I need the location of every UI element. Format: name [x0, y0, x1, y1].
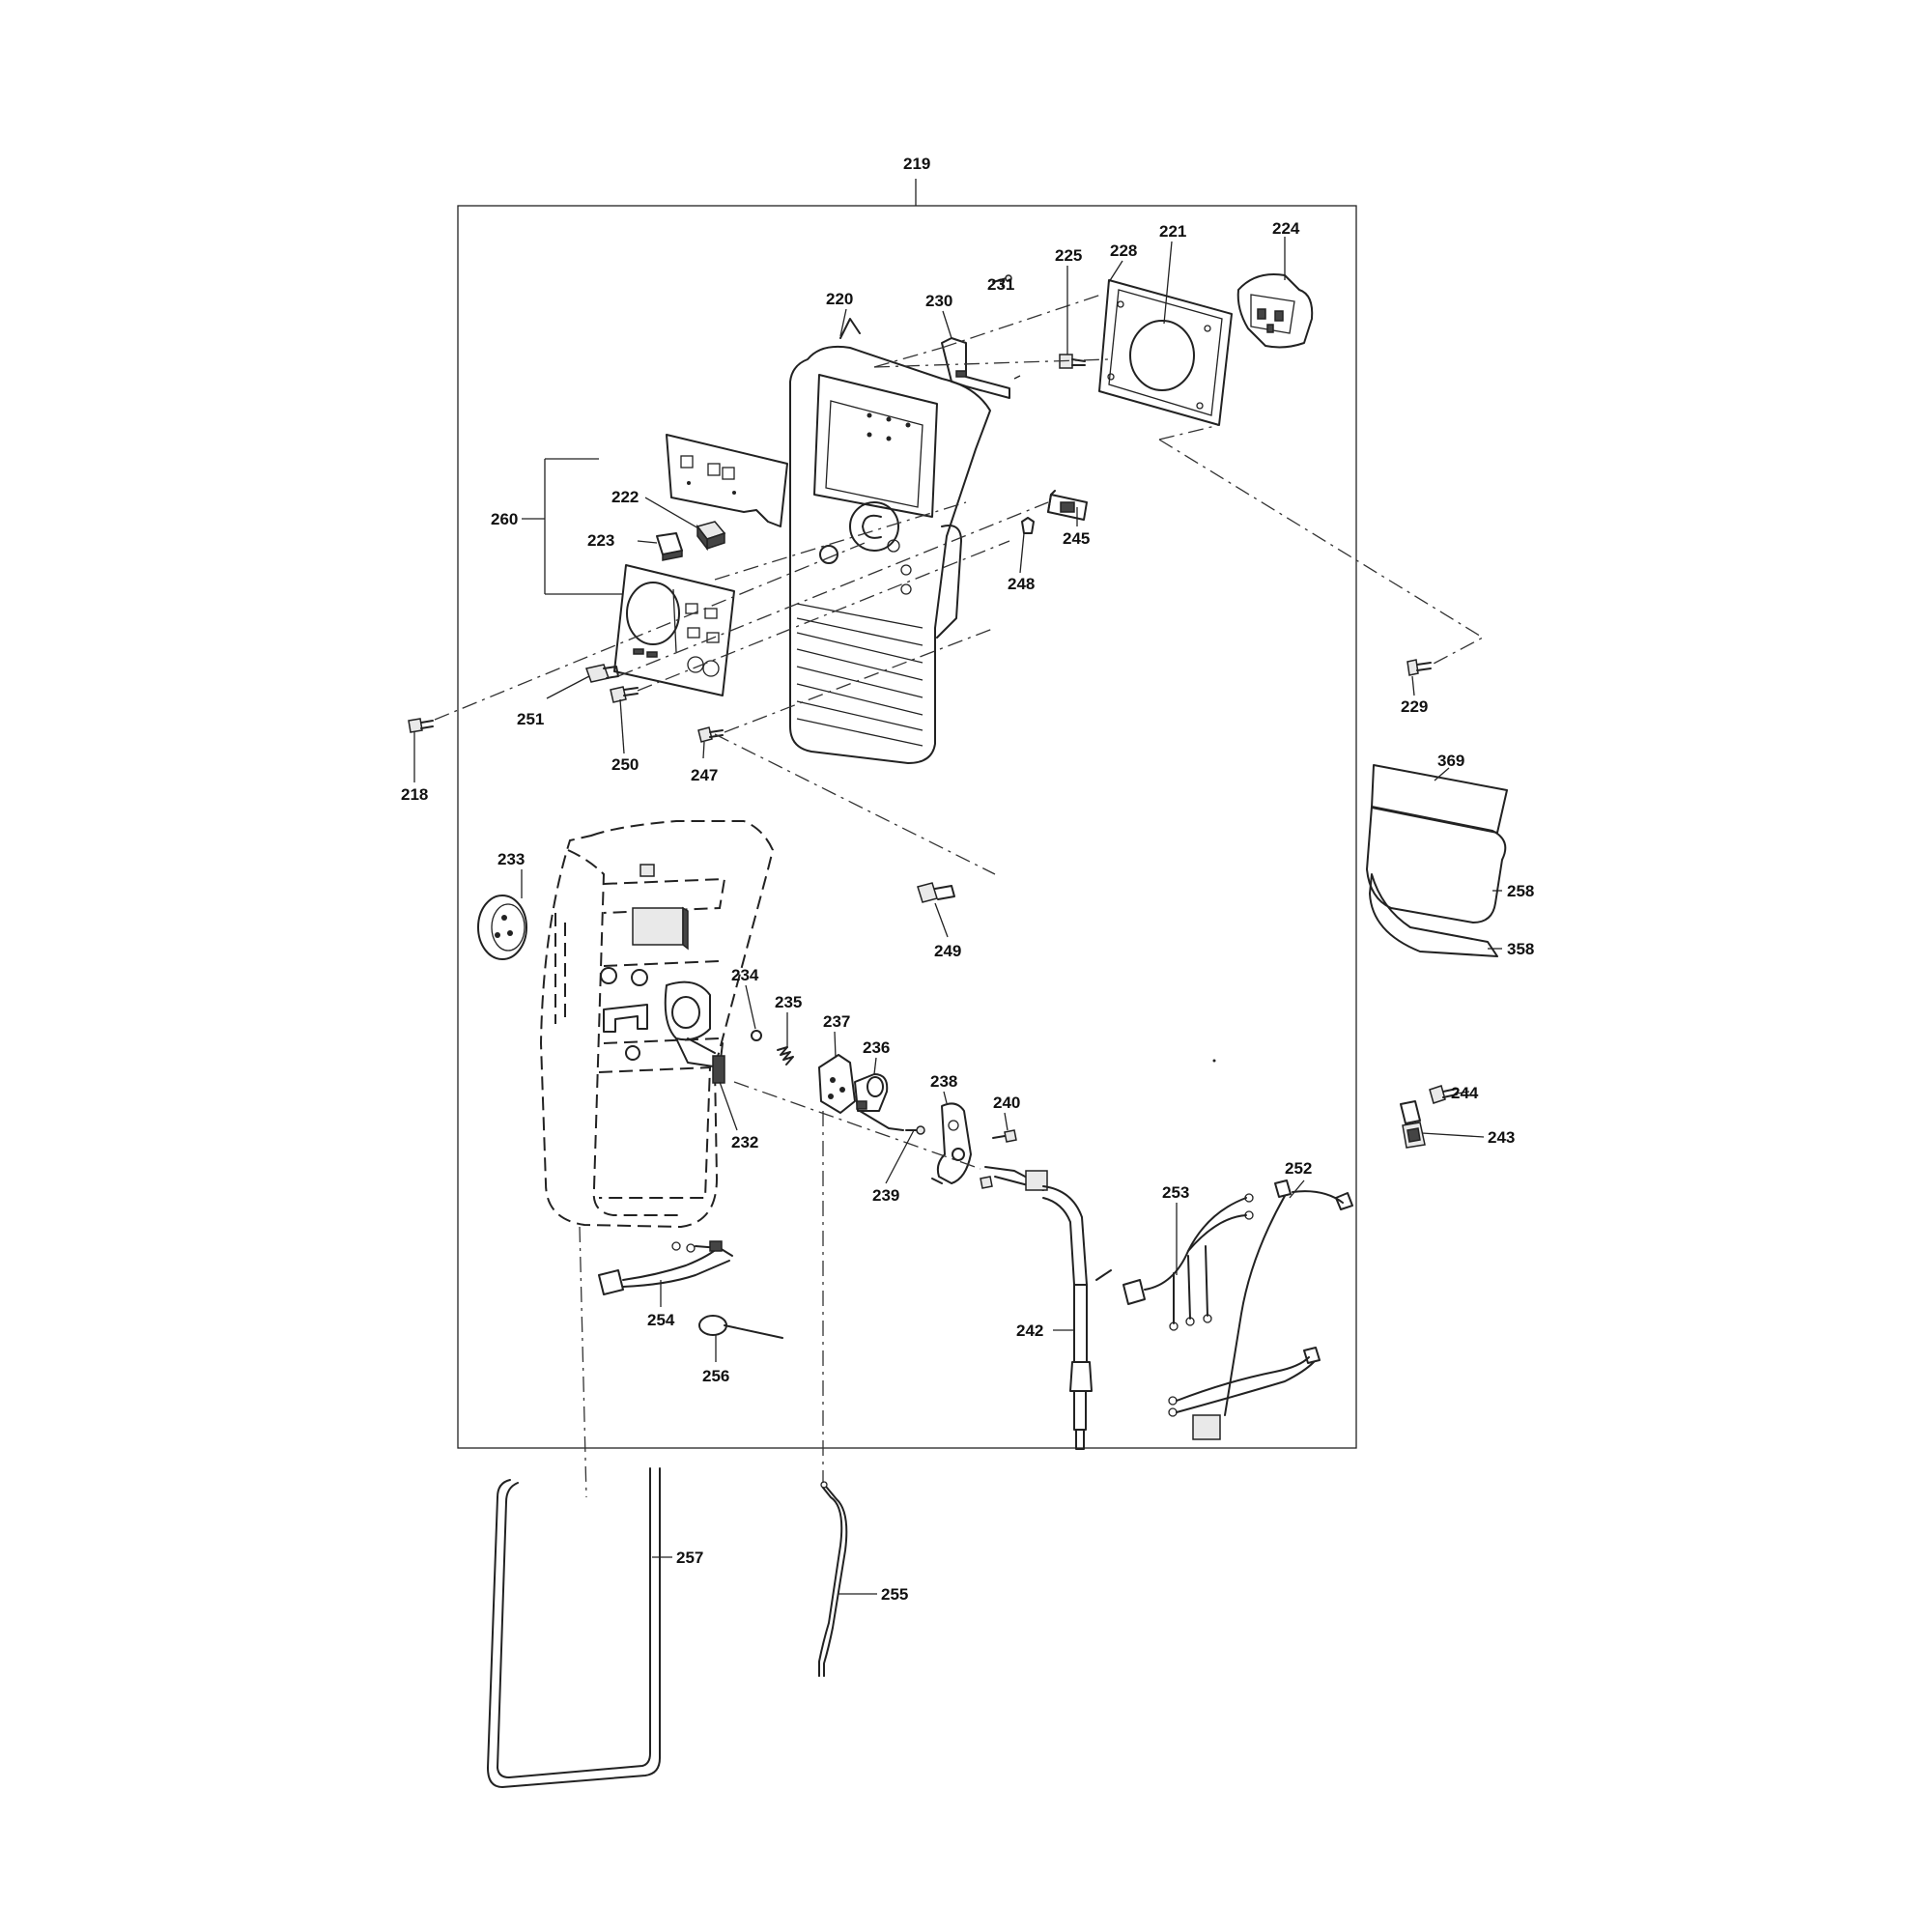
bracket-232 [664, 980, 725, 1084]
label-245: 245 [1063, 529, 1090, 548]
label-253: 253 [1162, 1183, 1189, 1202]
label-224: 224 [1272, 219, 1300, 238]
stray-mark [1212, 1059, 1216, 1063]
label-247: 247 [691, 766, 718, 784]
label-243: 243 [1488, 1128, 1515, 1147]
screw-244 [1429, 1085, 1458, 1104]
ball-234 [751, 1030, 762, 1041]
harness-254 [598, 1240, 733, 1295]
label-238: 238 [930, 1072, 957, 1091]
cap-223 [656, 532, 683, 561]
guide-lines-upper [434, 294, 1485, 875]
label-239: 239 [872, 1186, 899, 1205]
bracket-230 [941, 279, 1021, 399]
lever-238 [931, 1102, 972, 1184]
label-233: 233 [497, 850, 525, 868]
label-250: 250 [611, 755, 639, 774]
switch-236 [854, 1073, 904, 1131]
label-220: 220 [826, 290, 853, 308]
label-230: 230 [925, 292, 952, 310]
knob-248 [1021, 517, 1035, 534]
cable-242 [984, 1166, 1112, 1450]
panel-258 [1366, 806, 1507, 923]
harness-253 [1122, 1193, 1254, 1331]
switch-222 [696, 521, 726, 552]
screw-250 [610, 686, 639, 703]
label-248: 248 [1008, 575, 1035, 593]
panel-358 [1369, 873, 1498, 957]
screw-231 [992, 274, 1012, 283]
label-256: 256 [702, 1367, 729, 1385]
label-232: 232 [731, 1133, 758, 1151]
screw-240 [992, 1129, 1017, 1143]
label-235: 235 [775, 993, 802, 1011]
screw-247 [697, 726, 724, 743]
label-257: 257 [676, 1548, 703, 1567]
knob-251 [585, 664, 619, 683]
label-249: 249 [934, 942, 961, 960]
spring-235 [777, 1046, 794, 1065]
label-258: 258 [1507, 882, 1534, 900]
front-panel-220 [789, 318, 991, 764]
screw-lower [980, 1176, 993, 1189]
label-237: 237 [823, 1012, 850, 1031]
label-228: 228 [1110, 242, 1137, 260]
knob-249 [917, 882, 955, 903]
rear-housing [539, 820, 775, 1229]
outlet-233 [477, 895, 527, 960]
outlet-224 [1236, 273, 1314, 349]
label-242: 242 [1016, 1321, 1043, 1340]
control-panel-260 [613, 564, 735, 696]
strip-369 [1371, 764, 1508, 834]
seal-257 [487, 1467, 661, 1788]
bracket-260 [522, 458, 623, 595]
switch-245 [1047, 490, 1088, 521]
label-231: 231 [987, 275, 1014, 294]
disc-221 [1129, 320, 1195, 391]
assembly-frame-219 [457, 179, 1357, 1449]
label-255: 255 [881, 1585, 908, 1604]
cable-tie-256 [698, 1315, 783, 1339]
label-244: 244 [1451, 1084, 1479, 1102]
label-panel-260 [666, 434, 788, 527]
harness-252 [1168, 1179, 1353, 1440]
label-236: 236 [863, 1038, 890, 1057]
screw-239 [905, 1125, 925, 1135]
clamp-243 [1400, 1100, 1426, 1149]
label-240: 240 [993, 1094, 1020, 1112]
label-219: 219 [903, 155, 930, 173]
label-260: 260 [491, 510, 518, 528]
label-254: 254 [647, 1311, 675, 1329]
label-251: 251 [517, 710, 544, 728]
label-358: 358 [1507, 940, 1534, 958]
label-221: 221 [1159, 222, 1186, 241]
label-222: 222 [611, 488, 639, 506]
label-234: 234 [731, 966, 759, 984]
screw-229 [1406, 659, 1432, 676]
rod-255 [818, 1481, 848, 1677]
guide-lines-lower [579, 1081, 981, 1498]
label-218: 218 [401, 785, 428, 804]
leader-lines [413, 237, 1502, 1595]
bracket-237 [818, 1054, 856, 1114]
label-225: 225 [1055, 246, 1082, 265]
screw-218 [408, 718, 434, 733]
label-369: 369 [1437, 752, 1464, 770]
label-252: 252 [1285, 1159, 1312, 1178]
label-229: 229 [1401, 697, 1428, 716]
label-223: 223 [587, 531, 614, 550]
part-labels: 219 220 230 231 225 228 221 224 222 260 … [401, 155, 1534, 1604]
